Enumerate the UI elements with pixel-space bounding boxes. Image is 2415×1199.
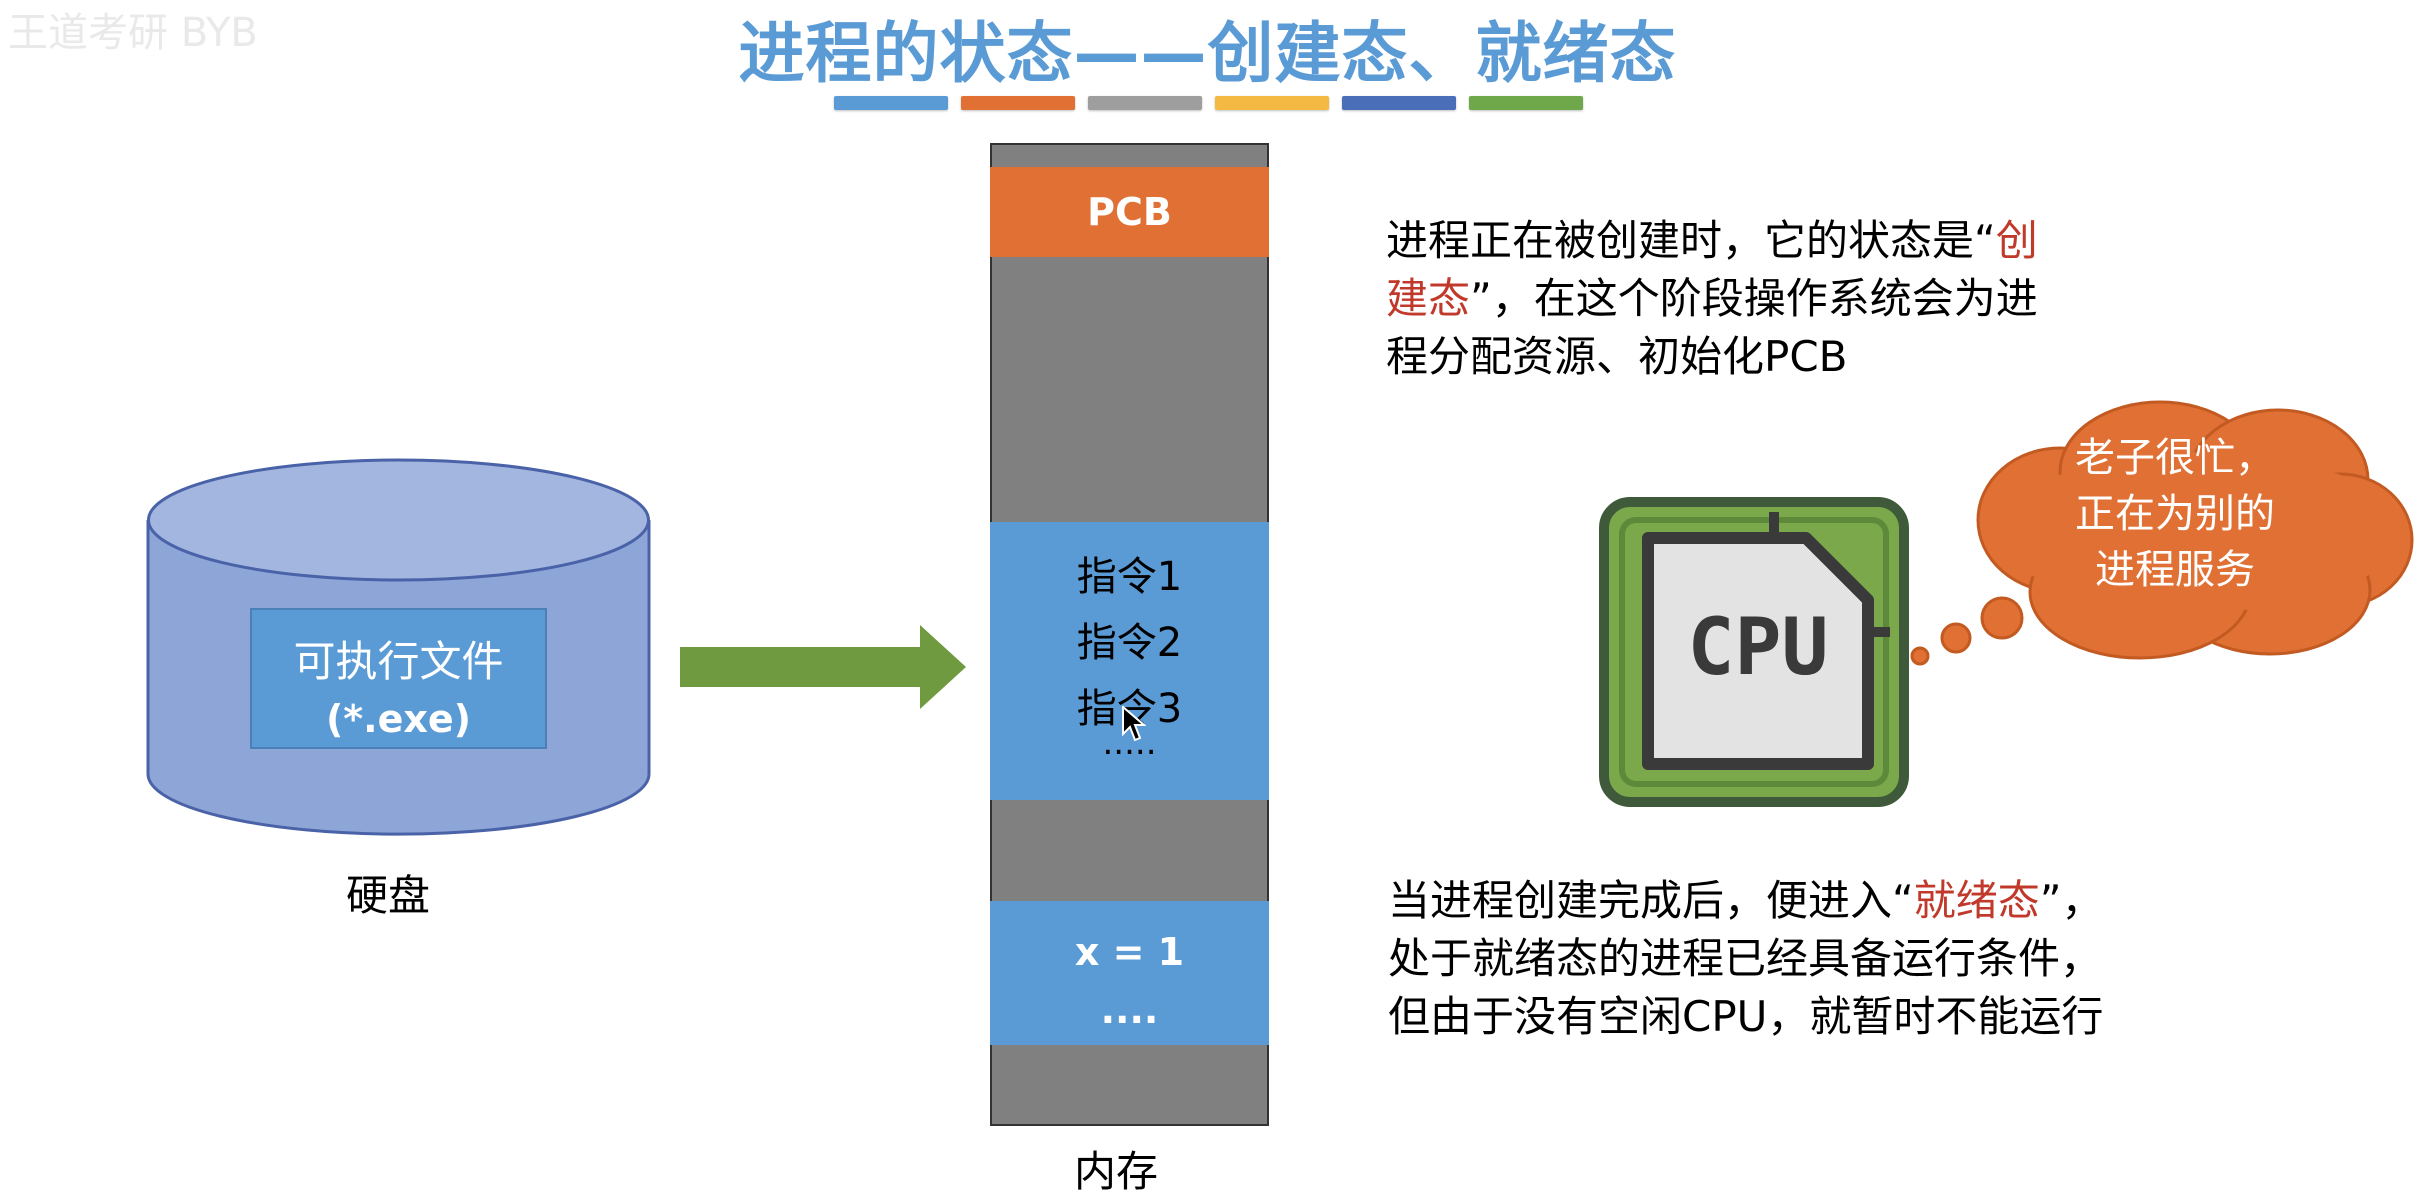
desc-top-line3: 程分配资源、初始化PCB [1386, 332, 1848, 381]
executable-file-box: 可执行文件 (*.exe) [250, 608, 547, 749]
mouse-cursor-icon [1122, 706, 1146, 742]
desc-bottom-line1-end: ”， [2039, 876, 2104, 925]
thought-line: 正在为别的 [2075, 491, 2275, 537]
cpu-thought-text: 老子很忙， 正在为别的 进程服务 [2010, 430, 2340, 598]
data-ellipsis: .... [1100, 988, 1159, 1032]
disk-caption: 硬盘 [346, 871, 431, 920]
memory-caption: 内存 [1074, 1147, 1159, 1196]
thought-line: 老子很忙， [2075, 435, 2275, 481]
executable-file-extension: (*.exe) [325, 697, 472, 741]
instruction-item: 指令1 [1076, 554, 1183, 600]
pcb-block: PCB [990, 167, 1269, 257]
watermark: 王道考研 BYB [8, 10, 258, 56]
desc-top-line2: ”，在这个阶段操作系统会为进 [1470, 274, 2038, 323]
highlight-created: 创 [1995, 216, 2038, 265]
data-block: x = 1 .... [990, 901, 1269, 1045]
load-arrow-icon [680, 625, 966, 709]
instruction-item: 指令2 [1076, 620, 1183, 666]
data-value: x = 1 [1074, 930, 1185, 974]
ready-state-description: 当进程创建完成后，便进入“就绪态”， 处于就绪态的进程已经具备运行条件， 但由于… [1388, 872, 2104, 1046]
color-bar-segment [834, 96, 948, 110]
cpu-icon: CPU [1599, 497, 1909, 807]
created-state-description: 进程正在被创建时，它的状态是“创 建态”，在这个阶段操作系统会为进 程分配资源、… [1386, 212, 2038, 386]
slide-title: 进程的状态——创建态、就绪态 [738, 15, 1677, 92]
thought-line: 进程服务 [2095, 547, 2255, 593]
thought-cloud-icon [1910, 400, 2414, 666]
instruction-block: 指令1 指令2 指令3 ..... [990, 522, 1269, 800]
cpu-label: CPU [1688, 603, 1829, 693]
desc-bottom-line3: 但由于没有空闲CPU，就暂时不能运行 [1388, 992, 2104, 1041]
desc-bottom-line2: 处于就绪态的进程已经具备运行条件， [1388, 934, 2103, 983]
color-bar-segment [1342, 96, 1456, 110]
color-bar-segment [1215, 96, 1329, 110]
title-color-bar [834, 96, 1583, 110]
color-bar-segment [961, 96, 1075, 110]
executable-file-label: 可执行文件 [293, 637, 504, 686]
color-bar-segment [1469, 96, 1583, 110]
desc-top-line1: 进程正在被创建时，它的状态是“ [1386, 216, 1996, 265]
desc-bottom-line1: 当进程创建完成后，便进入“ [1388, 876, 1914, 925]
highlight-created-cont: 建态 [1386, 274, 1471, 323]
highlight-ready: 就绪态 [1913, 876, 2040, 925]
color-bar-segment [1088, 96, 1202, 110]
instruction-ellipsis: ..... [1102, 723, 1157, 763]
